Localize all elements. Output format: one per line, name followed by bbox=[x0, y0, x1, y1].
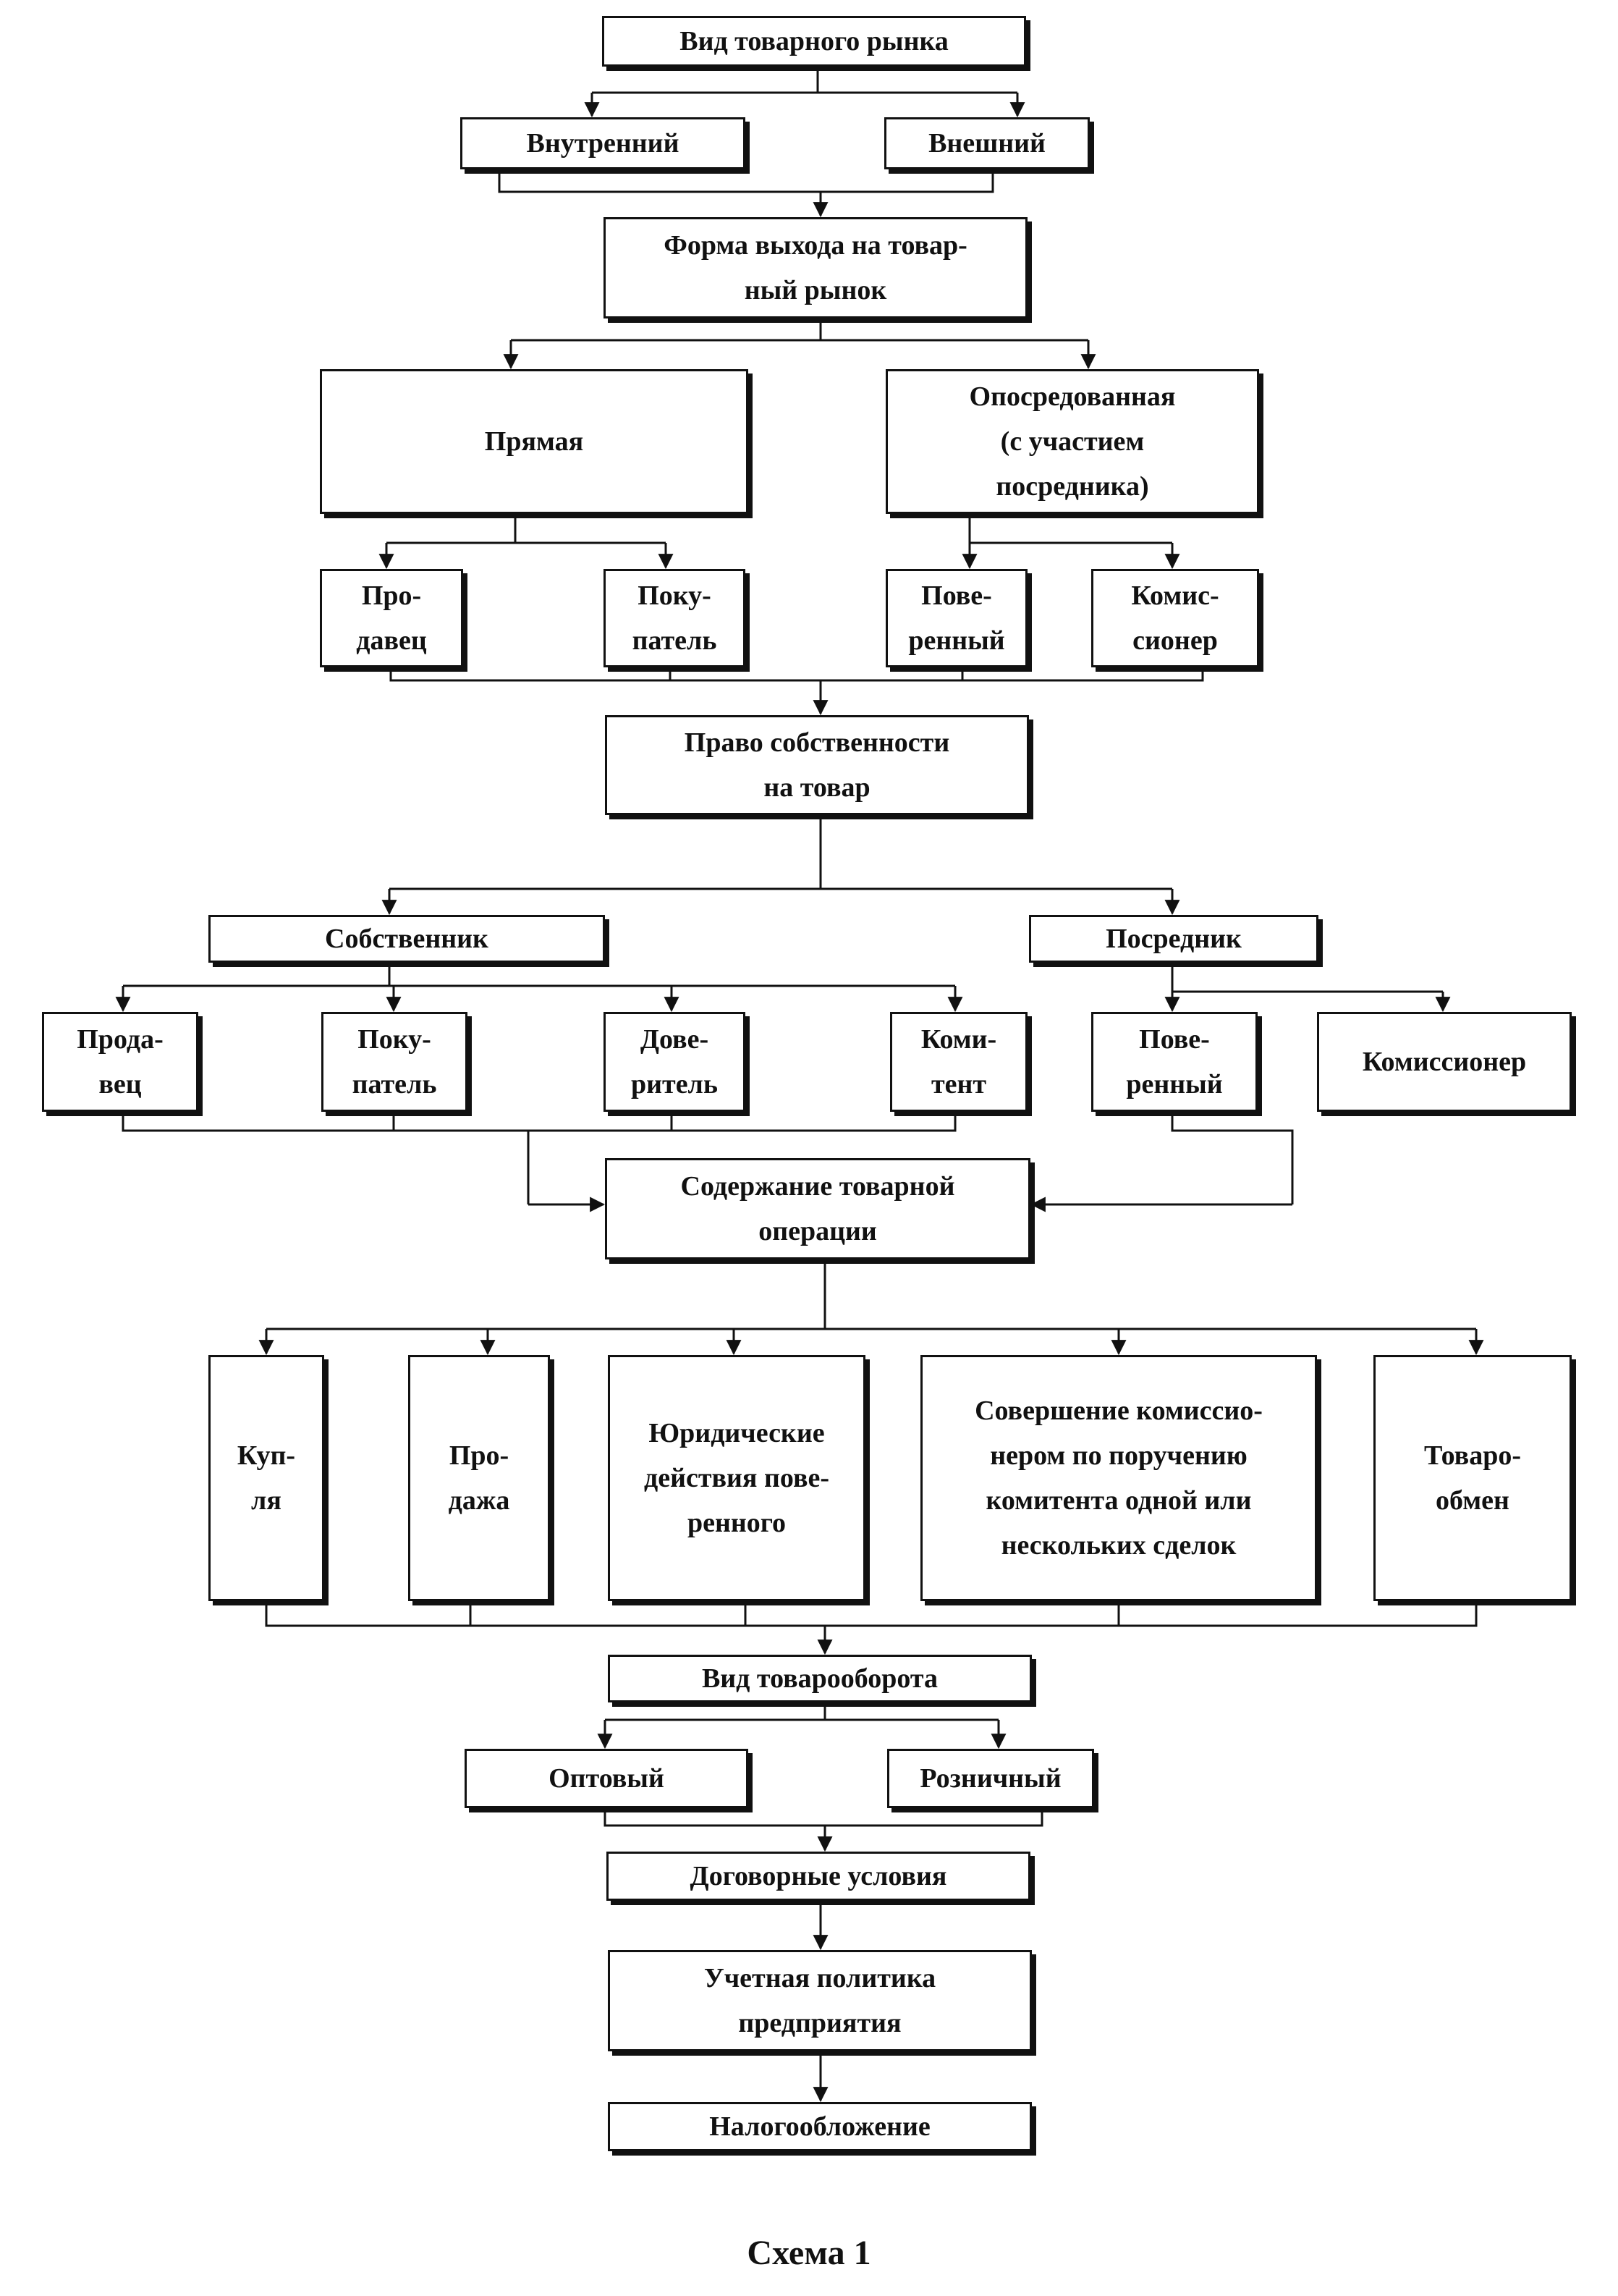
mediated-box: Опосредованная (с участием посредника) bbox=[886, 369, 1259, 514]
seller-box-1: Про- давец bbox=[320, 569, 463, 667]
legal-actions-box: Юридические действия пове- ренного bbox=[608, 1355, 865, 1601]
operation-content-box: Содержание товарной операции bbox=[605, 1158, 1030, 1259]
sale-box: Про- дажа bbox=[408, 1355, 550, 1601]
barter-box: Товаро- обмен bbox=[1373, 1355, 1572, 1601]
wholesale-box: Оптовый bbox=[465, 1749, 748, 1808]
taxation-box: Налогообложение bbox=[608, 2102, 1032, 2151]
owner-box: Собственник bbox=[208, 915, 605, 963]
commission-agent-box-2: Комиссионер bbox=[1317, 1012, 1572, 1112]
external-box: Внешний bbox=[884, 117, 1090, 169]
consignor-box: Коми- тент bbox=[890, 1012, 1028, 1112]
direct-box: Прямая bbox=[320, 369, 748, 514]
buyer-box-2: Поку- патель bbox=[321, 1012, 467, 1112]
retail-box: Розничный bbox=[887, 1749, 1094, 1808]
connector-line bbox=[592, 65, 1017, 94]
turnover-type-box: Вид товарооборота bbox=[608, 1655, 1032, 1702]
ownership-box: Право собственности на товар bbox=[605, 715, 1029, 815]
attorney-box-2: Пове- ренный bbox=[1091, 1012, 1258, 1112]
principal-box: Дове- ритель bbox=[603, 1012, 745, 1112]
internal-box: Внутренний bbox=[460, 117, 745, 169]
commission-deals-box: Совершение комиссио- нером по поручению … bbox=[920, 1355, 1317, 1601]
seller-box-2: Прода- вец bbox=[42, 1012, 198, 1112]
purchase-box: Куп- ля bbox=[208, 1355, 324, 1601]
accounting-policy-box: Учетная политика предприятия bbox=[608, 1950, 1032, 2051]
contract-terms-box: Договорные условия bbox=[606, 1852, 1030, 1901]
diagram-caption: Схема 1 bbox=[747, 2234, 871, 2272]
entry-form-box: Форма выхода на товар- ный рынок bbox=[603, 217, 1028, 318]
market-type-box: Вид товарного рынка bbox=[602, 16, 1026, 67]
commission-agent-box-1: Комис- сионер bbox=[1091, 569, 1259, 667]
buyer-box-1: Поку- патель bbox=[603, 569, 745, 667]
attorney-box-1: Пове- ренный bbox=[886, 569, 1028, 667]
intermediary-box: Посредник bbox=[1029, 915, 1318, 963]
